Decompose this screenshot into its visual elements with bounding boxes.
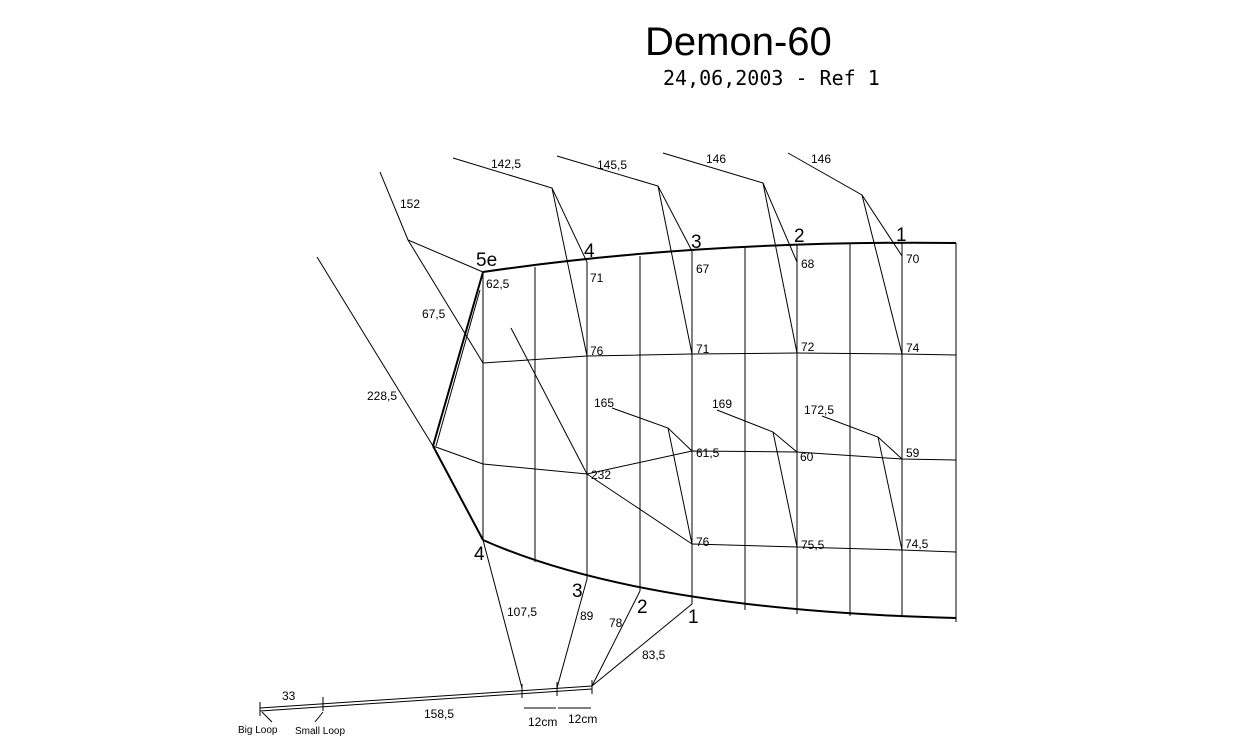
rib-number-top: 4: [584, 241, 595, 262]
line-length-label: 72: [801, 340, 815, 354]
cascade-142-5-b: [551, 187, 588, 357]
line-length-label: 74,5: [905, 537, 929, 551]
riser-line: [259, 685, 593, 709]
upper-cascades: [379, 152, 903, 364]
line-length-label: 75,5: [801, 538, 825, 552]
line-length-label: 60: [800, 450, 814, 464]
rib-number-top: 3: [691, 232, 702, 253]
rib-number-top: 2: [794, 226, 805, 247]
cascade-165: [611, 407, 693, 452]
big-loop-arrow: [261, 711, 273, 723]
cascade-172-5: [821, 415, 903, 460]
line-length-label: 83,5: [642, 648, 666, 662]
rib-number-bottom: 3: [572, 581, 583, 602]
line-length-label: 89: [580, 609, 594, 623]
riser-length-label: 33: [282, 689, 296, 703]
riser-length-label: 158,5: [424, 707, 454, 721]
line-107-5: [482, 539, 523, 689]
cascade-152-b: [407, 239, 484, 364]
line-length-label: 172,5: [804, 403, 834, 417]
line-length-label: 232: [591, 468, 611, 482]
wingtip-upper: [432, 271, 484, 447]
cascade-232-b: [586, 473, 693, 545]
ribs: [482, 243, 903, 617]
cascade-169-b: [772, 431, 798, 548]
line-length-label: 228,5: [367, 389, 397, 403]
diagram-title: Demon-60: [645, 20, 832, 64]
line-length-label: 146: [706, 152, 726, 166]
rib-number-top: 5e: [476, 250, 497, 271]
cascade-145-5-b: [657, 185, 693, 355]
cascade-146-a-b: [762, 182, 798, 354]
wing-outline: [432, 241, 957, 622]
rib-number-bottom: 1: [688, 607, 699, 628]
row-b: [482, 352, 957, 364]
row-d: [691, 543, 957, 553]
mid-cascades: [316, 256, 903, 551]
line-length-label: 71: [696, 342, 710, 356]
rib-number-top: 1: [896, 225, 907, 246]
line-length-label: 70: [906, 252, 920, 266]
rib-number-bottom: 2: [637, 597, 648, 618]
line-78: [591, 590, 641, 687]
line-length-label: 74: [906, 341, 920, 355]
trailing-edge: [482, 539, 957, 619]
line-length-label: 146: [811, 152, 831, 166]
line-length-label: 67: [696, 262, 710, 276]
line-length-label: 67,5: [422, 307, 446, 321]
cascade-152: [379, 171, 484, 273]
line-length-label: 152: [400, 197, 420, 211]
cascade-228-5: [316, 256, 434, 447]
riser-spacing-label: 12cm: [528, 715, 557, 729]
wingtip-lower: [432, 445, 484, 541]
cascade-146-b: [787, 152, 903, 257]
cascade-169: [716, 409, 798, 453]
lower-lines: [482, 539, 693, 689]
small-loop-label: Small Loop: [295, 726, 345, 737]
line-length-label: 76: [696, 535, 710, 549]
row-c: [432, 445, 957, 475]
line-length-label: 107,5: [507, 605, 537, 619]
cascade-172-5-b: [877, 436, 903, 551]
line-length-label: 169: [712, 397, 732, 411]
line-length-label: 68: [801, 257, 815, 271]
line-length-label: 71: [590, 271, 604, 285]
line-89: [556, 578, 588, 689]
riser-spacing-label: 12cm: [568, 712, 597, 726]
leading-edge: [482, 241, 957, 273]
diagram-subtitle: 24,06,2003 - Ref 1: [663, 66, 880, 90]
line-83-5: [591, 603, 693, 687]
cascade-146-b-b: [861, 194, 903, 355]
line-length-label: 62,5: [486, 277, 510, 291]
line-length-label: 61,5: [696, 446, 720, 460]
line-length-label: 142,5: [491, 157, 521, 171]
wingtip-inner: [435, 289, 481, 447]
line-length-label: 165: [594, 396, 614, 410]
small-loop-arrow: [314, 711, 324, 723]
big-loop-label: Big Loop: [238, 725, 278, 736]
line-length-label: 145,5: [597, 158, 627, 172]
cascade-142-5: [452, 157, 588, 263]
cascade-165-b: [667, 427, 693, 545]
risers: [259, 680, 593, 723]
cascade-232: [510, 327, 588, 475]
line-length-label: 78: [609, 616, 623, 630]
riser-line-b: [259, 688, 593, 712]
line-length-label: 76: [590, 344, 604, 358]
line-length-label: 59: [906, 446, 920, 460]
line-rows: [432, 352, 957, 553]
rib-number-bottom: 4: [474, 544, 485, 565]
